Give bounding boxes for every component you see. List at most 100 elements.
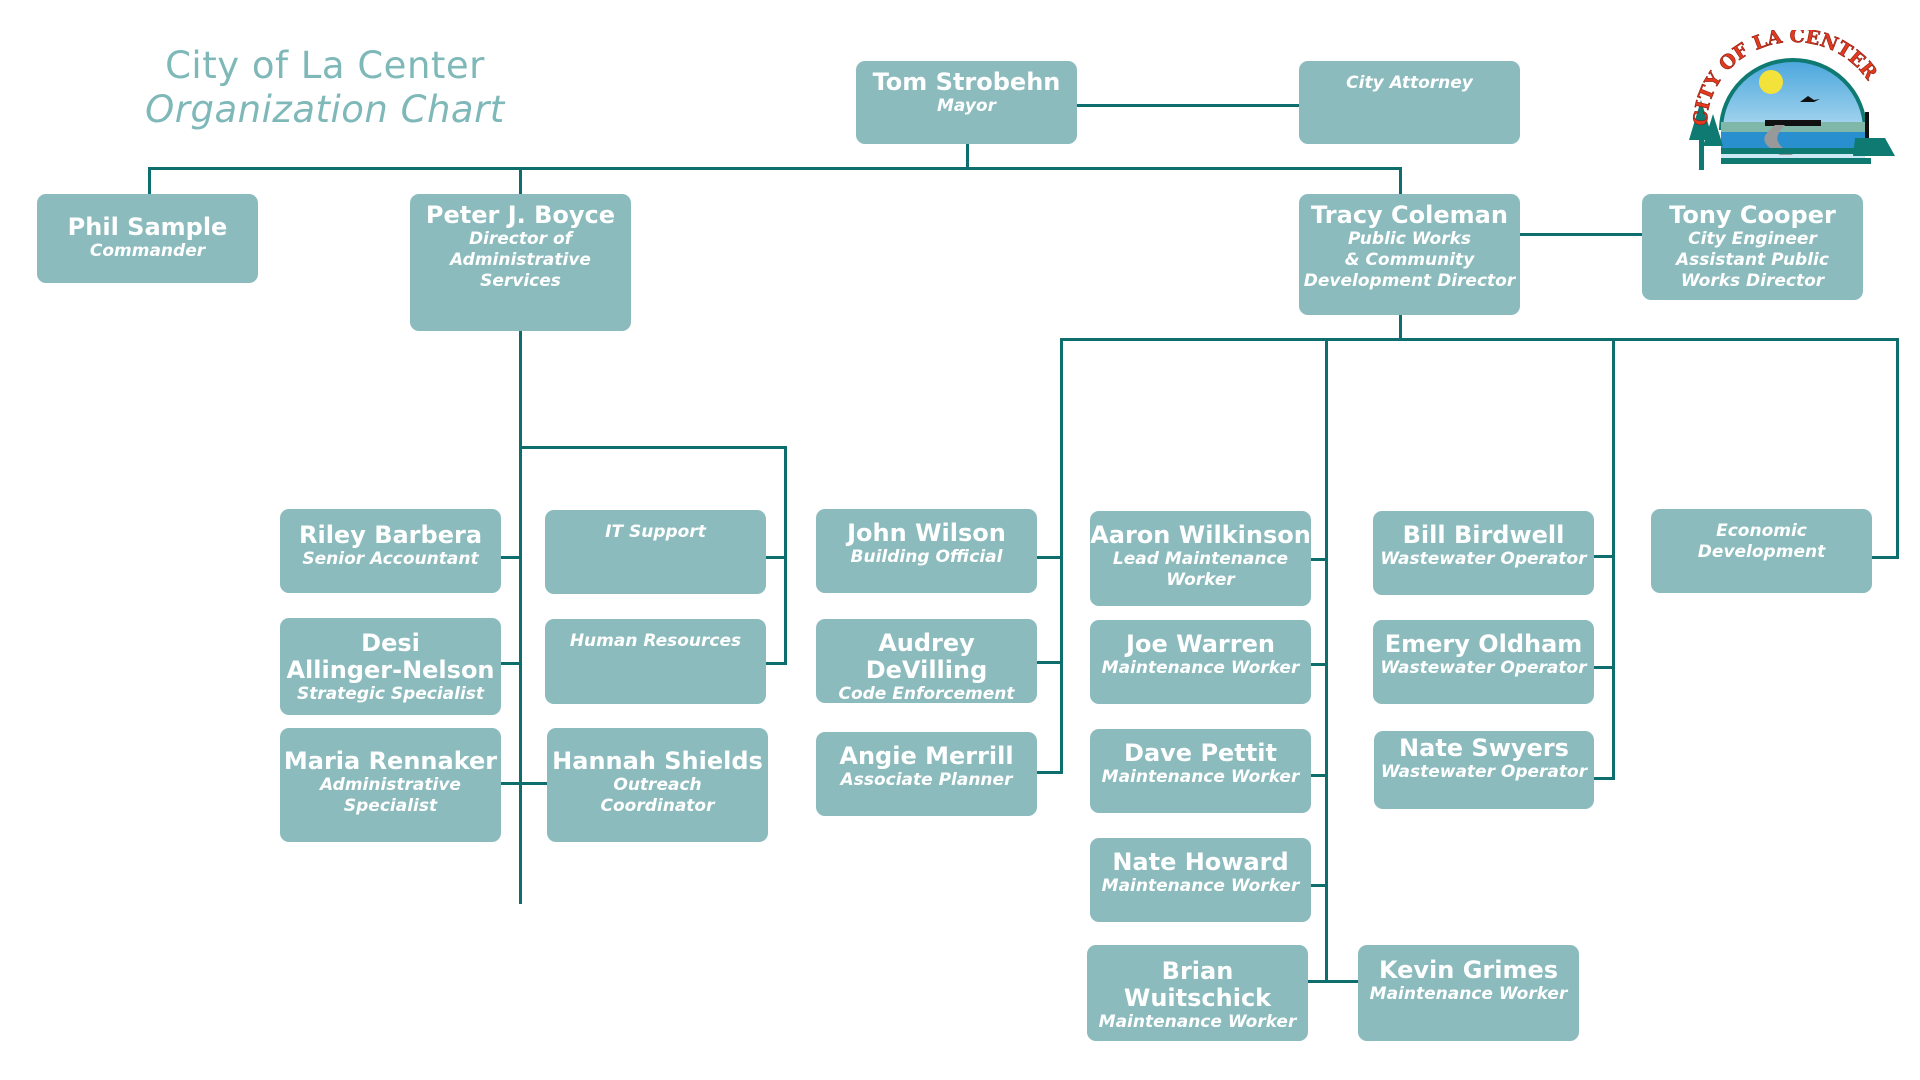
node-maintenance-worker[interactable]: Nate Howard Maintenance Worker bbox=[1090, 838, 1311, 922]
node-role: Maintenance Worker bbox=[1098, 1012, 1297, 1032]
connector-line bbox=[1035, 661, 1063, 664]
node-pw-director[interactable]: Tracy Coleman Public Works & Community D… bbox=[1299, 194, 1520, 315]
node-name: Peter J. Boyce bbox=[425, 201, 616, 229]
node-role: Administrative bbox=[320, 775, 461, 795]
node-city-attorney[interactable]: City Attorney bbox=[1299, 61, 1520, 144]
node-name: Emery Oldham bbox=[1384, 630, 1583, 658]
connector-line bbox=[1077, 104, 1299, 107]
connector-line bbox=[1303, 558, 1327, 561]
node-maintenance-worker[interactable]: Dave Pettit Maintenance Worker bbox=[1090, 729, 1311, 813]
connector-line bbox=[1399, 314, 1402, 340]
node-mayor[interactable]: Tom Strobehn Mayor bbox=[856, 61, 1077, 144]
connector-line bbox=[1612, 338, 1615, 779]
node-role: & Community bbox=[1344, 250, 1475, 270]
node-role: City Attorney bbox=[1346, 73, 1473, 93]
sun-icon bbox=[1759, 70, 1783, 94]
connector-line bbox=[148, 167, 151, 195]
node-role: Director of bbox=[468, 229, 573, 249]
node-maintenance-worker[interactable]: Joe Warren Maintenance Worker bbox=[1090, 620, 1311, 704]
node-role: Coordinator bbox=[600, 796, 715, 816]
node-name: Kevin Grimes bbox=[1378, 956, 1559, 984]
node-name: Desi bbox=[361, 629, 420, 657]
node-name: Tom Strobehn bbox=[872, 68, 1061, 96]
connector-line bbox=[1060, 338, 1899, 341]
node-role: Maintenance Worker bbox=[1101, 876, 1300, 896]
node-role: Building Official bbox=[850, 547, 1003, 567]
node-maintenance-worker[interactable]: Kevin Grimes Maintenance Worker bbox=[1358, 945, 1579, 1041]
node-admin-director[interactable]: Peter J. Boyce Director of Administrativ… bbox=[410, 194, 631, 331]
node-human-resources[interactable]: Human Resources bbox=[545, 619, 766, 704]
node-role: Wastewater Operator bbox=[1380, 658, 1587, 678]
node-name: Allinger-Nelson bbox=[286, 656, 495, 684]
node-role: Maintenance Worker bbox=[1369, 984, 1568, 1004]
node-role: Services bbox=[480, 271, 561, 291]
node-building-official[interactable]: John Wilson Building Official bbox=[816, 509, 1037, 593]
node-role: Development Director bbox=[1303, 271, 1516, 291]
connector-line bbox=[499, 662, 521, 665]
node-wastewater-operator[interactable]: Nate Swyers Wastewater Operator bbox=[1374, 731, 1594, 809]
node-commander[interactable]: Phil Sample Commander bbox=[37, 194, 258, 283]
node-role: Associate Planner bbox=[840, 770, 1013, 790]
connector-line bbox=[1035, 556, 1063, 559]
node-city-engineer[interactable]: Tony Cooper City Engineer Assistant Publ… bbox=[1642, 194, 1863, 300]
connector-line bbox=[1303, 980, 1359, 983]
node-role: Senior Accountant bbox=[302, 549, 479, 569]
connector-line bbox=[1303, 884, 1327, 887]
connector-line bbox=[764, 556, 787, 559]
node-name: Angie Merrill bbox=[839, 742, 1014, 770]
node-name: Audrey DeVilling bbox=[865, 629, 988, 684]
node-role: Wastewater Operator bbox=[1380, 549, 1587, 569]
node-name: Nate Howard bbox=[1112, 848, 1289, 876]
node-role: Specialist bbox=[343, 796, 438, 816]
connector-line bbox=[1591, 555, 1615, 558]
node-role: Maintenance Worker bbox=[1101, 767, 1300, 787]
connector-line bbox=[148, 167, 1402, 170]
connector-line bbox=[519, 446, 787, 449]
connector-line bbox=[764, 662, 787, 665]
node-role: Economic bbox=[1716, 521, 1807, 541]
connector-line bbox=[499, 782, 547, 785]
node-role: Development bbox=[1697, 542, 1826, 562]
node-role: Wastewater Operator bbox=[1380, 762, 1588, 782]
node-maintenance-worker[interactable]: Brian Wuitschick Maintenance Worker bbox=[1087, 945, 1308, 1041]
node-name: Brian Wuitschick bbox=[1123, 957, 1272, 1012]
node-wastewater-operator[interactable]: Emery Oldham Wastewater Operator bbox=[1373, 620, 1594, 704]
connector-line bbox=[519, 331, 522, 904]
chart-title: City of La Center bbox=[165, 44, 485, 87]
node-wastewater-operator[interactable]: Bill Birdwell Wastewater Operator bbox=[1373, 511, 1594, 595]
node-role: City Engineer bbox=[1688, 229, 1817, 249]
node-associate-planner[interactable]: Angie Merrill Associate Planner bbox=[816, 732, 1037, 816]
node-name: Maria Rennaker bbox=[283, 747, 498, 775]
node-role: Maintenance Worker bbox=[1101, 658, 1300, 678]
connector-line bbox=[1303, 663, 1327, 666]
node-role: Lead Maintenance bbox=[1112, 549, 1289, 569]
chart-subtitle: Organization Chart bbox=[145, 88, 505, 131]
node-outreach-coordinator[interactable]: Hannah Shields Outreach Coordinator bbox=[547, 728, 768, 842]
node-role: Strategic Specialist bbox=[296, 684, 485, 704]
connector-line bbox=[966, 144, 969, 169]
connector-line bbox=[1591, 777, 1615, 780]
node-name: Phil Sample bbox=[67, 213, 228, 241]
node-name: Dave Pettit bbox=[1124, 739, 1277, 767]
node-it-support[interactable]: IT Support bbox=[545, 510, 766, 594]
connector-line bbox=[1035, 771, 1063, 774]
node-role: Administrative bbox=[450, 250, 591, 270]
node-role: Works Director bbox=[1680, 271, 1825, 291]
connector-line bbox=[1870, 556, 1899, 559]
node-economic-development[interactable]: Economic Development bbox=[1651, 509, 1872, 593]
node-senior-accountant[interactable]: Riley Barbera Senior Accountant bbox=[280, 509, 501, 593]
connector-line bbox=[519, 167, 522, 195]
node-admin-specialist[interactable]: Maria Rennaker Administrative Specialist bbox=[280, 728, 501, 842]
node-name: John Wilson bbox=[847, 519, 1006, 547]
connector-line bbox=[499, 556, 521, 559]
node-code-enforcement[interactable]: Audrey DeVilling Code Enforcement bbox=[816, 619, 1037, 704]
node-name: Hannah Shields bbox=[552, 747, 763, 775]
node-lead-maintenance-worker[interactable]: Aaron Wilkinson Lead Maintenance Worker bbox=[1090, 511, 1311, 606]
city-logo: CITY OF LA CENTER bbox=[1689, 30, 1895, 170]
node-role: Human Resources bbox=[569, 631, 742, 651]
node-name: Tony Cooper bbox=[1669, 201, 1836, 229]
node-name: Tracy Coleman bbox=[1311, 201, 1508, 229]
node-strategic-specialist[interactable]: Desi Allinger-Nelson Strategic Specialis… bbox=[280, 618, 501, 715]
node-role: Code Enforcement bbox=[838, 684, 1015, 704]
node-role: Outreach bbox=[613, 775, 702, 795]
